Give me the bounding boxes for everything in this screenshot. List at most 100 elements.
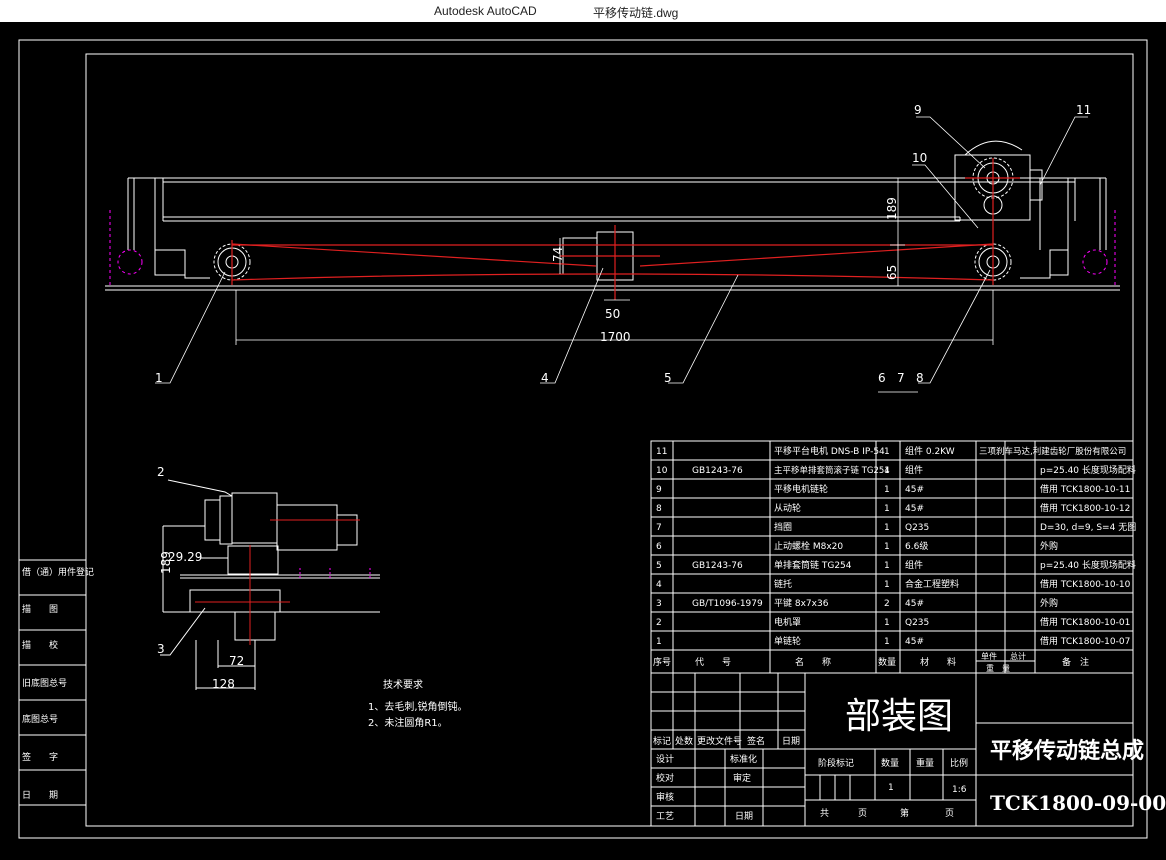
dimension-lines [235,177,994,345]
callout-3: 3 [157,642,165,656]
svg-text:1: 1 [884,580,890,590]
bom-row: 2 电机罩 1 Q235 借用 TCK1800-10-01 [656,616,1130,628]
dim-128: 128 [212,677,235,691]
svg-text:1: 1 [884,637,890,647]
hdr-qty: 数量 [878,656,896,668]
svg-text:处数: 处数 [675,735,693,747]
cad-drawing: 1700 50 74 189 65 1 2 3 4 5 6 7 8 9 10 1… [18,39,1166,839]
bom-row: 6 止动螺栓 M8x20 1 6.6级 外购 [656,540,1058,552]
svg-text:数量: 数量 [881,757,899,769]
drawing-scale: 1:6 [952,785,967,795]
svg-text:45#: 45# [905,485,924,495]
svg-text:平移电机链轮: 平移电机链轮 [774,483,828,495]
svg-text:日期: 日期 [782,736,800,747]
callout-2: 2 [157,465,165,479]
svg-text:1: 1 [884,618,890,628]
bom-row: 5 GB1243-76 单排套筒链 TG254 1 组件 p=25.40 长度现… [656,559,1136,571]
svg-text:组件: 组件 [905,559,923,571]
drawing-qty: 1 [888,783,894,793]
svg-text:1: 1 [884,447,890,457]
svg-text:7: 7 [656,523,662,533]
motor-centerlines [195,519,360,645]
svg-text:11: 11 [656,447,667,457]
svg-text:1: 1 [884,504,890,514]
svg-text:p=25.40 长度现场配料: p=25.40 长度现场配料 [1040,559,1136,571]
drawing-canvas[interactable]: 1700 50 74 189 65 1 2 3 4 5 6 7 8 9 10 1… [0,22,1166,856]
svg-text:3: 3 [656,599,662,609]
hdr-name: 名 称 [795,656,831,668]
hidden-lines [109,210,1116,285]
svg-text:挡圈: 挡圈 [774,521,792,533]
svg-text:45#: 45# [905,637,924,647]
svg-text:45#: 45# [905,599,924,609]
hdr-no: 序号 [653,656,671,668]
svg-text:单排套筒链 TG254: 单排套筒链 TG254 [774,559,852,571]
dim-29-29: 29.29 [168,550,202,564]
bom-row: 3 GB/T1096-1979 平键 8x7x36 2 45# 外购 [656,597,1058,609]
svg-text:4: 4 [656,580,662,590]
dim-1700: 1700 [600,330,631,344]
tech-line-2: 2、未注圆角R1。 [368,716,448,729]
tech-line-1: 1、去毛刺,锐角倒钝。 [368,700,468,713]
svg-text:工艺: 工艺 [656,811,674,822]
inner-frame [85,53,1134,827]
outer-frame [18,39,1148,839]
svg-text:签名: 签名 [747,735,765,747]
strip-draw: 描 图 [22,603,58,615]
svg-text:主平移单排套筒滚子链 TG254: 主平移单排套筒滚子链 TG254 [774,465,890,476]
left-strip-grid [18,559,87,806]
svg-text:8: 8 [656,504,662,514]
svg-text:审定: 审定 [733,772,751,784]
svg-text:1: 1 [884,485,890,495]
svg-text:单链轮: 单链轮 [774,635,801,647]
titleblock-labels: 标记 处数 更改文件号 签名 日期 设计 标准化 校对 审定 审核 工艺 日期 … [653,735,968,822]
callout-4: 4 [541,371,549,385]
svg-text:1: 1 [884,466,890,476]
svg-text:平移平台电机 DNS-B IP-54: 平移平台电机 DNS-B IP-54 [774,445,885,457]
svg-text:GB1243-76: GB1243-76 [692,466,743,476]
motor-side-view [160,479,380,690]
svg-text:借用 TCK1800-10-10: 借用 TCK1800-10-10 [1040,578,1131,590]
strip-sign: 签 字 [22,751,58,763]
dim-189-top: 189 [885,197,899,220]
bom-row: 1 单链轮 1 45# 借用 TCK1800-10-07 [656,635,1130,647]
svg-text:止动螺栓 M8x20: 止动螺栓 M8x20 [774,540,843,552]
bom-rows: 11 平移平台电机 DNS-B IP-54 1 组件 0.2KW 三项刹车马达,… [656,445,1136,647]
hdr-unit: 单件 [981,651,997,661]
drawing-title: 平移传动链总成 [990,738,1144,764]
svg-text:标记: 标记 [653,735,671,747]
chain-centerlines [231,158,1020,300]
svg-text:组件: 组件 [905,464,923,476]
svg-text:审核: 审核 [656,791,674,803]
strip-reuse: 借（通）用件登记 [22,566,94,578]
svg-text:日期: 日期 [735,811,753,822]
svg-text:借用 TCK1800-10-12: 借用 TCK1800-10-12 [1040,502,1130,514]
strip-date: 日 期 [22,790,58,801]
svg-text:合金工程塑料: 合金工程塑料 [905,578,959,590]
callout-10: 10 [912,151,927,165]
window-title-bar: Autodesk AutoCAD 平移传动链.dwg [0,0,1166,22]
callout-9: 9 [914,103,922,117]
svg-text:组件 0.2KW: 组件 0.2KW [905,445,955,457]
bom-header: 序号 代 号 名 称 数量 材 料 单件 总计 重 量 备 注 [653,651,1089,673]
file-name: 平移传动链.dwg [593,6,679,20]
strip-base-no: 底图总号 [22,713,58,725]
svg-text:Q235: Q235 [905,523,929,533]
leader-lines [155,116,1088,393]
svg-text:借用 TCK1800-10-01: 借用 TCK1800-10-01 [1040,616,1130,628]
callout-6: 6 [878,371,886,385]
svg-text:第: 第 [900,807,909,819]
svg-text:阶段标记: 阶段标记 [818,757,854,769]
svg-text:设计: 设计 [656,753,674,765]
titleblock-grid [650,672,1134,827]
svg-text:标准化: 标准化 [730,753,757,765]
bom-row: 4 链托 1 合金工程塑料 借用 TCK1800-10-10 [656,578,1131,590]
svg-text:共: 共 [820,808,829,819]
tech-title: 技术要求 [383,678,423,691]
svg-text:9: 9 [656,485,662,495]
dim-189-side: 189 [159,551,173,574]
bom-row: 7 挡圈 1 Q235 D=30, d=9, S=4 无图 [656,521,1136,533]
svg-text:D=30, d=9, S=4 无图: D=30, d=9, S=4 无图 [1040,522,1136,533]
svg-text:p=25.40 长度现场配料: p=25.40 长度现场配料 [1040,464,1136,476]
hdr-material: 材 料 [920,656,956,668]
